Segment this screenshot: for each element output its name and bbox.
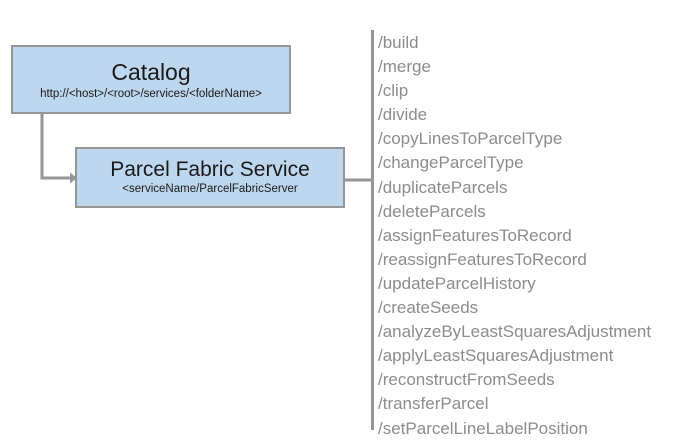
operation-item[interactable]: /divide [378, 105, 428, 125]
operation-item[interactable]: /build [378, 33, 419, 52]
operation-item[interactable]: /changeParcelType [378, 153, 524, 173]
operation-item[interactable]: /applyLeastSquaresAdjustment [378, 346, 614, 366]
operation-item[interactable]: /assignFeaturesToRecord [378, 225, 572, 245]
operation-item[interactable]: /reassignFeaturesToRecord [378, 249, 587, 269]
node-parcel-fabric-service-path: <serviceName/ParcelFabricServer [122, 183, 298, 196]
operation-item[interactable]: /copyLinesToParcelType [378, 129, 563, 149]
operation-item[interactable]: /duplicateParcels [378, 177, 508, 197]
node-parcel-fabric-service[interactable]: Parcel Fabric Service <serviceName/Parce… [75, 147, 345, 208]
operation-item[interactable]: /updateParcelHistory [378, 273, 536, 293]
node-catalog-title: Catalog [111, 58, 191, 85]
operation-item[interactable]: /analyzeByLeastSquaresAdjustment [378, 322, 652, 342]
operation-item[interactable]: /reconstructFromSeeds [378, 370, 555, 390]
operation-item[interactable]: /clip [378, 81, 409, 101]
node-catalog-url: http://<host>/<root>/services/<folderNam… [40, 87, 262, 100]
operation-item[interactable]: /merge [378, 57, 431, 77]
connector-catalog-to-service [40, 114, 70, 180]
node-parcel-fabric-service-title: Parcel Fabric Service [110, 158, 310, 182]
operation-item[interactable]: /createSeeds [378, 298, 479, 318]
node-catalog[interactable]: Catalog http://<host>/<root>/services/<f… [11, 45, 291, 114]
operations-list: /build /merge /clip /divide /copyLinesTo… [378, 31, 686, 441]
operation-item[interactable]: /deleteParcels [378, 201, 486, 221]
operation-item[interactable]: /transferParcel [378, 394, 489, 414]
operation-item[interactable]: /setParcelLineLabelPosition [378, 418, 588, 438]
